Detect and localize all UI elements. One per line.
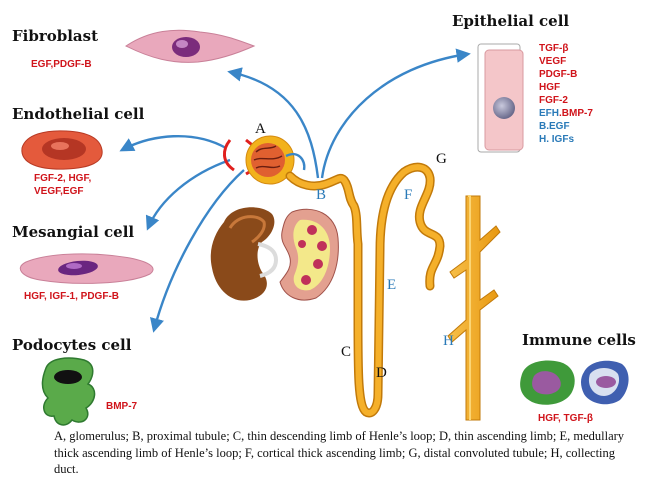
- epithelial-factor: FGF-2: [539, 95, 568, 106]
- epithelial-factor: B.EGF: [539, 121, 570, 132]
- segment-label-f: F: [404, 187, 413, 203]
- endothelial-cell-icon: [21, 130, 103, 170]
- epithelial-factor: TGF-β: [539, 43, 569, 54]
- epithelial-title: Epithelial cell: [452, 12, 570, 30]
- mesangial-factors: HGF, IGF-1, PDGF-B: [24, 291, 119, 302]
- arrow-to-fibroblast: [227, 67, 320, 179]
- immune-factors: HGF, TGF-β: [538, 413, 593, 424]
- epithelial-factor: .BMP-7: [559, 108, 593, 119]
- segment-label-h: H: [443, 333, 454, 349]
- epithelial-factor: EFH: [539, 108, 559, 119]
- kidney-icon: [210, 207, 279, 301]
- epithelial-factor: PDGF-B: [539, 69, 578, 80]
- fibroblast-factors: EGF,PDGF-B: [31, 59, 92, 70]
- segment-label-b: B: [316, 187, 327, 203]
- podocytes-title: Podocytes cell: [12, 336, 132, 354]
- epithelial-factors: TGF-β VEGF PDGF-B HGF FGF-2 EFH.BMP-7 B.…: [539, 42, 593, 146]
- arrow-to-endothelial: [119, 134, 227, 152]
- epithelial-factor: VEGF: [539, 56, 567, 67]
- immune-cell-icon: [520, 360, 629, 405]
- signal-arrows: [119, 48, 471, 333]
- segment-label-a: A: [255, 121, 266, 137]
- figure-caption: A, glomerulus; B, proximal tubule; C, th…: [54, 429, 625, 476]
- segment-label-d: D: [376, 365, 387, 381]
- collecting-duct-icon: [447, 195, 501, 421]
- immune-title: Immune cells: [522, 331, 636, 349]
- endothelial-factor: FGF-2, HGF,: [34, 173, 92, 184]
- epithelial-cell-icon: [477, 43, 524, 153]
- segment-label-c: C: [341, 344, 352, 360]
- endothelial-factors: FGF-2, HGF, VEGF,EGF: [34, 172, 91, 198]
- mesangial-cell-icon: [19, 253, 154, 284]
- segment-label-g: G: [436, 151, 447, 167]
- kidney-cross-section-icon: [279, 208, 339, 301]
- segment-label-e: E: [387, 277, 397, 293]
- mesangial-title: Mesangial cell: [12, 223, 135, 241]
- epithelial-factor: H. IGFs: [539, 134, 575, 145]
- fibroblast-title: Fibroblast: [12, 27, 99, 45]
- glomerulus-icon: [223, 135, 306, 185]
- epithelial-factor: HGF: [539, 82, 561, 93]
- endothelial-title: Endothelial cell: [12, 105, 145, 123]
- arrow-to-mesangial: [145, 158, 231, 231]
- nephron-tubule-icon: [285, 162, 445, 418]
- arrow-to-epithelial: [320, 48, 471, 179]
- podocyte-cell-icon: [41, 357, 96, 426]
- endothelial-factor: VEGF,EGF: [34, 186, 84, 197]
- epithelial-factor-row: EFH.BMP-7: [539, 107, 593, 120]
- fibroblast-cell-icon: [125, 29, 256, 63]
- arrow-to-podocyte: [150, 169, 245, 333]
- podocytes-factors: BMP-7: [106, 401, 138, 412]
